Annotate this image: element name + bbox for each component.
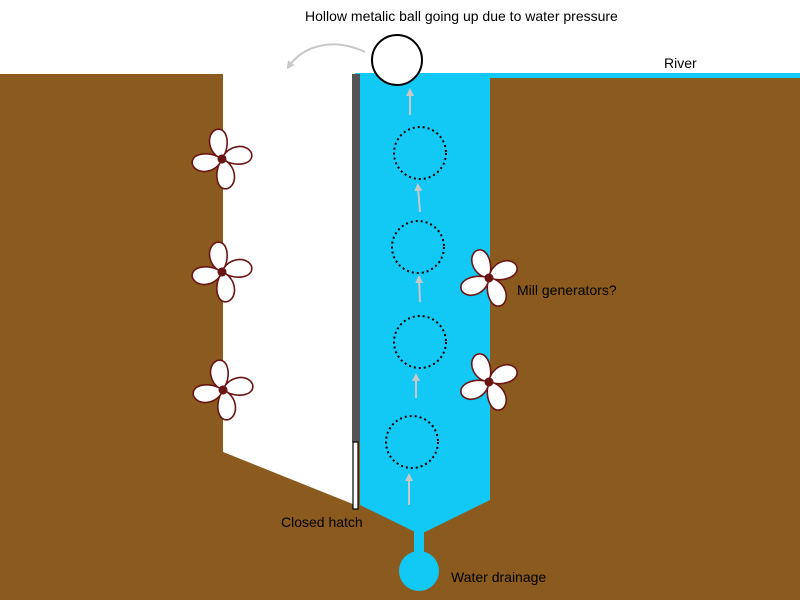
- mill-generators-label: Mill generators?: [517, 282, 617, 298]
- rising-ball-icon: [385, 415, 439, 469]
- ground-right: [490, 74, 800, 600]
- up-arrow-icon: [415, 275, 424, 303]
- river-surface: [355, 73, 800, 78]
- rising-ball-icon: [393, 126, 447, 180]
- drainage-ball: [399, 551, 439, 591]
- closed-hatch: [352, 441, 359, 510]
- diagram-title: Hollow metalic ball going up due to wate…: [305, 8, 618, 24]
- closed-hatch-label: Closed hatch: [281, 514, 363, 530]
- up-arrow-icon: [414, 183, 423, 213]
- dividing-wall: [352, 74, 360, 442]
- rising-ball-icon: [391, 220, 445, 274]
- river-label: River: [664, 55, 697, 71]
- curved-arrow-icon: [286, 43, 366, 70]
- drainage-pipe: [414, 530, 424, 555]
- rising-ball-icon: [393, 315, 447, 369]
- ground-bottom: [0, 452, 415, 600]
- water-column: [360, 76, 490, 532]
- water-drainage-label: Water drainage: [451, 569, 547, 585]
- hollow-ball-icon: [371, 34, 423, 86]
